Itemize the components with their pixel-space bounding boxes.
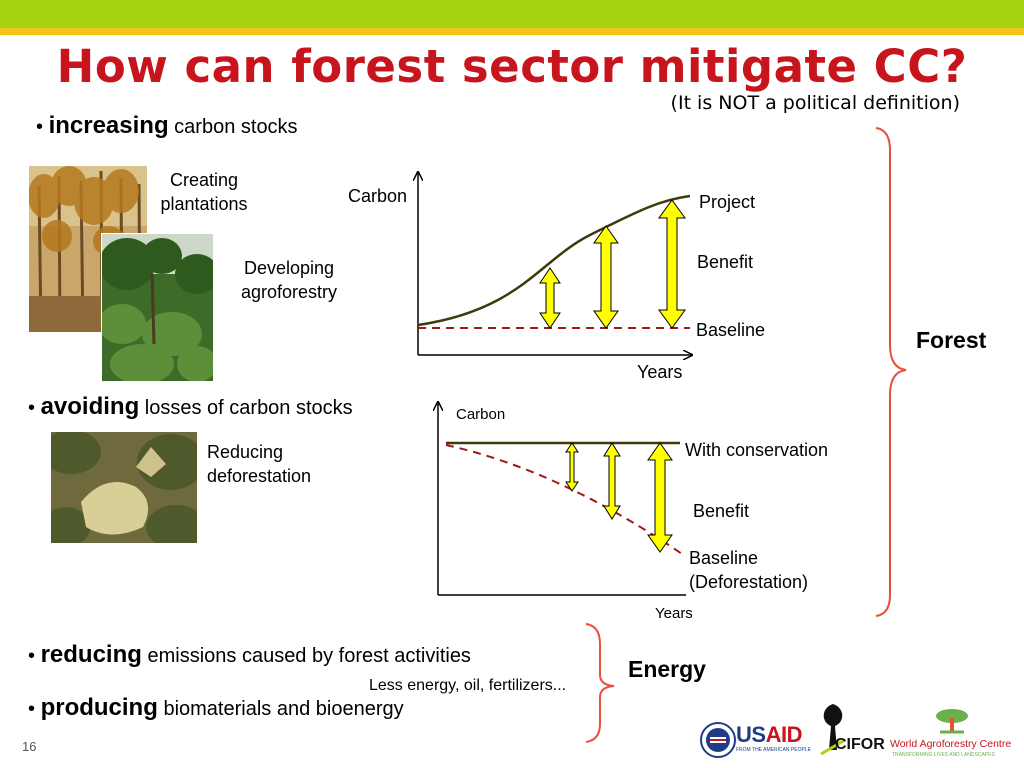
bullet-bold: increasing: [48, 112, 169, 139]
usaid-logo: USAID FROM THE AMERICAN PEOPLE: [700, 720, 811, 760]
chart1-project-label: Project: [699, 192, 756, 212]
agroforestry-tree-icon: [936, 709, 968, 734]
wac-subtext: TRANSFORMING LIVES AND LANDSCAPES: [892, 752, 995, 758]
forest-brace: [875, 127, 907, 617]
cifor-tree-icon: [820, 704, 846, 756]
chart1-benefit-arrow-3: [658, 199, 686, 329]
bullet-bold: reducing: [40, 641, 142, 668]
chart2-benefit-arrow-2: [603, 442, 621, 520]
chart1-ylabel: Carbon: [348, 186, 408, 206]
top-green-bar: [0, 0, 1024, 28]
chart2-ylabel: Carbon: [456, 406, 506, 423]
label-developing-agroforestry: Developing agroforestry: [240, 258, 338, 302]
chart2-baseline-curve: [445, 444, 686, 557]
label-creating-plantations: Creating plantations: [160, 170, 248, 214]
chart2-benefit-label: Benefit: [693, 501, 750, 521]
bullet-text: carbon stocks: [174, 116, 298, 138]
chart1-project-curve: [417, 194, 691, 327]
usaid-text: USAID: [736, 722, 802, 747]
chart1-baseline-label: Baseline: [696, 320, 766, 340]
chart2-baseline-label: Baseline (Deforestation): [689, 548, 809, 592]
bullet-text: losses of carbon stocks: [144, 397, 353, 419]
chart2-conservation-label: With conservation: [685, 440, 829, 460]
bullet-bold: producing: [40, 694, 158, 721]
cifor-text: CIFOR: [835, 736, 885, 753]
bullet-text: emissions caused by forest activities: [147, 645, 471, 667]
usaid-subtext: FROM THE AMERICAN PEOPLE: [736, 747, 811, 753]
label-reducing-deforestation: Reducing deforestation: [207, 442, 312, 486]
wac-text: World Agroforestry Centre: [890, 738, 1012, 750]
bullet-text: biomaterials and bioenergy: [163, 698, 404, 720]
slide-title: How can forest sector mitigate CC?: [56, 40, 968, 93]
chart2-benefit-arrow-1: [565, 442, 579, 492]
deforestation-photo: [51, 432, 197, 543]
bullet-increasing: • increasing carbon stocks: [36, 112, 298, 139]
forest-group-label: Forest: [916, 327, 987, 353]
world-agroforestry-logo: World Agroforestry Centre TRANSFORMING L…: [888, 706, 1018, 762]
bullet-bold: avoiding: [40, 393, 140, 420]
usaid-seal-icon: [700, 722, 736, 758]
bullet-avoiding: • avoiding losses of carbon stocks: [28, 393, 353, 420]
energy-note: Less energy, oil, fertilizers...: [369, 677, 567, 694]
page-number: 16: [22, 739, 37, 754]
chart1-benefit-arrow-2: [593, 225, 619, 329]
chart1-benefit-label: Benefit: [697, 252, 754, 272]
slide-subtitle: (It is NOT a political definition): [670, 92, 960, 114]
chart1-xlabel: Years: [637, 362, 683, 382]
energy-group-label: Energy: [628, 656, 706, 682]
top-yellow-bar: [0, 28, 1024, 35]
bullet-reducing: • reducing emissions caused by forest ac…: [28, 641, 471, 668]
cifor-logo: CIFOR: [815, 700, 885, 760]
agroforestry-photo: [101, 233, 214, 382]
chart1-benefit-arrow-1: [539, 267, 561, 329]
chart2-xlabel: Years: [655, 605, 693, 622]
energy-brace: [585, 623, 615, 743]
chart2-benefit-arrow-3: [647, 442, 673, 553]
bullet-producing: • producing biomaterials and bioenergy: [28, 694, 404, 721]
